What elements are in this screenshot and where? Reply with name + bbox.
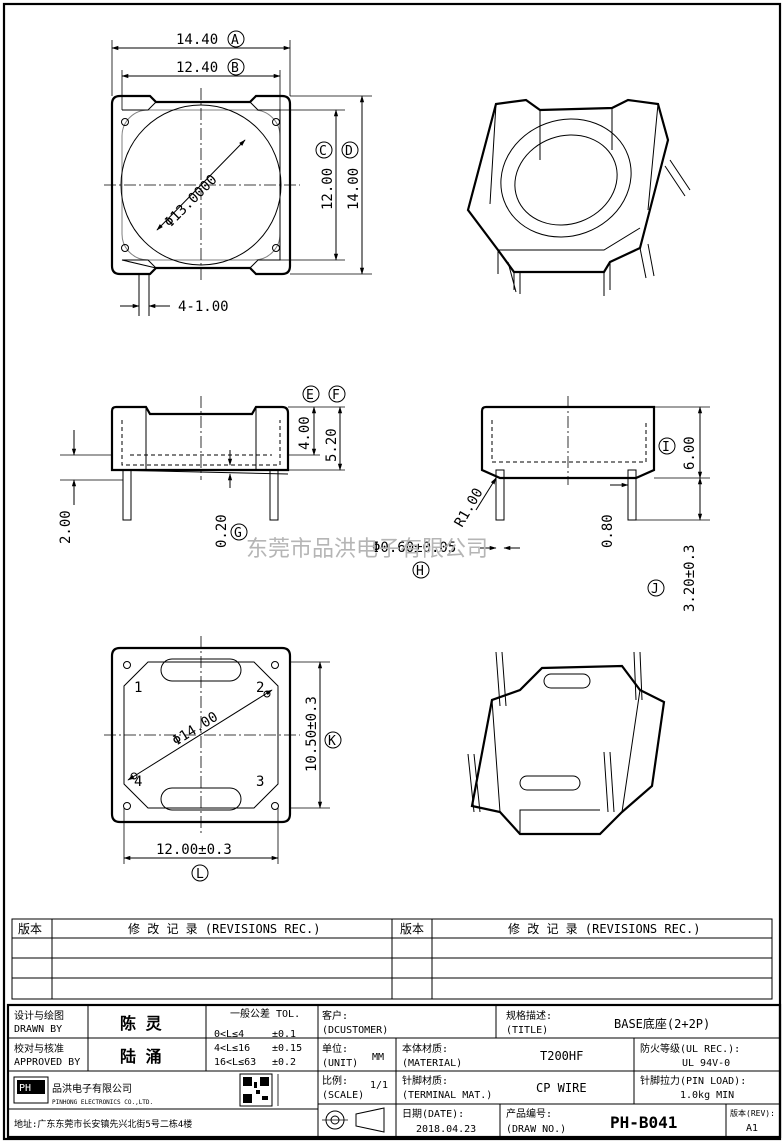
marker-a: A (231, 33, 239, 48)
dim-top-width-outer: 14.40 (176, 32, 218, 48)
terminal-label: 针脚材质: (402, 1074, 448, 1087)
pin-number-3: 3 (256, 774, 264, 790)
marker-b: B (231, 61, 239, 76)
watermark: 东莞市品洪电子有限公司 (246, 537, 488, 562)
revisions-table (11, 918, 773, 1000)
pin-number-4: 4 (134, 774, 142, 790)
marker-g: G (234, 526, 242, 541)
marker-i: I (662, 440, 670, 455)
approved-label-cn: 校对与核准 (14, 1042, 64, 1055)
rev-col-record-left: 修 改 记 录 (REVISIONS REC.) (128, 921, 321, 936)
dim-pin-length: 2.00 (58, 510, 74, 544)
unit-label: 单位: (322, 1042, 348, 1055)
pinload-label: 针脚拉力(PIN LOAD): (640, 1074, 746, 1087)
front-view (60, 396, 345, 521)
approved-name: 陆 涌 (120, 1047, 162, 1066)
tol-range-1: 0<L≤4 (214, 1029, 244, 1040)
dim-bottom-width: 12.00±0.3 (156, 842, 232, 858)
drawno-label: 产品编号: (506, 1107, 552, 1120)
date-label: 日期(DATE): (402, 1108, 464, 1120)
customer-label: 客户: (322, 1009, 348, 1022)
drawn-name: 陈 灵 (120, 1014, 163, 1033)
scale-label: 比例: (322, 1074, 348, 1087)
dim-right-height: 6.00 (682, 436, 698, 470)
material-label: 本体材质: (402, 1042, 448, 1055)
rev-col-version-left: 版本 (18, 922, 42, 936)
material-en: (MATERIAL) (402, 1058, 462, 1069)
company-en: PINHONG ELECTRONICS CO.,LTD. (52, 1099, 153, 1106)
fire-value: UL 94V-0 (682, 1058, 730, 1069)
rev-col-version-right: 版本 (400, 922, 424, 936)
iso-view-bottom (467, 651, 666, 836)
marker-l: L (196, 867, 204, 882)
scale-en: (SCALE) (322, 1090, 364, 1101)
drawn-label-cn: 设计与绘图 (14, 1009, 64, 1022)
marker-f: F (332, 388, 340, 403)
pinload-value: 1.0kg MIN (680, 1090, 734, 1101)
date-value: 2018.04.23 (416, 1124, 476, 1135)
dim-top-width-inner: 12.40 (176, 60, 218, 76)
customer-en: (DCUSTOMER) (322, 1025, 388, 1036)
spec-value: BASE底座(2+2P) (614, 1016, 710, 1031)
tol-value-1: ±0.1 (272, 1029, 296, 1040)
unit-en: (UNIT) (322, 1058, 358, 1069)
marker-j: J (651, 582, 659, 597)
dim-pin-spacing: 4-1.00 (178, 299, 229, 315)
unit-value: MM (372, 1052, 384, 1063)
tol-title: 一般公差 TOL. (230, 1007, 300, 1020)
spec-en: (TITLE) (506, 1025, 548, 1036)
tol-range-3: 16<L≤63 (214, 1057, 256, 1068)
bottom-view (104, 636, 330, 864)
address: 地址:广东东莞市长安镇先兴北街5号二栋4楼 (14, 1118, 192, 1130)
dim-pin-offset: 0.80 (600, 514, 616, 548)
marker-k: K (328, 734, 336, 749)
pin-number-2: 2 (256, 680, 264, 696)
marker-e: E (306, 388, 314, 403)
dim-side-height-f: 5.20 (324, 428, 340, 462)
fire-label: 防火等级(UL REC.): (640, 1042, 740, 1055)
rev-label: 版本(REV): (730, 1108, 775, 1118)
dim-pin-diameter: Φ0.60±0.05 (372, 540, 456, 556)
logo-text: PH (19, 1083, 31, 1094)
scale-value: 1/1 (370, 1080, 388, 1091)
rev-value: A1 (746, 1123, 758, 1134)
side-view (475, 396, 710, 551)
terminal-en: (TERMINAL MAT.) (402, 1090, 492, 1101)
spec-label: 规格描述: (506, 1009, 552, 1022)
marker-h: H (416, 564, 424, 579)
rev-col-record-right: 修 改 记 录 (REVISIONS REC.) (508, 921, 701, 936)
dim-bottom-height: 10.50±0.3 (304, 696, 320, 772)
terminal-value: CP WIRE (536, 1081, 587, 1095)
tol-value-3: ±0.2 (272, 1057, 296, 1068)
top-view (104, 40, 372, 316)
dim-radius: R1.00 (452, 485, 487, 530)
material-value: T200HF (540, 1049, 583, 1063)
drawno-value: PH-B041 (610, 1113, 677, 1132)
dim-base-gap: 0.20 (214, 514, 230, 548)
approved-label-en: APPROVED BY (14, 1057, 80, 1068)
company-name: 品洪电子有限公司 (52, 1082, 132, 1095)
drawno-en: (DRAW NO.) (506, 1124, 566, 1135)
dim-top-height-outer: 14.00 (346, 168, 362, 210)
drawn-label-en: DRAWN BY (14, 1024, 62, 1035)
dim-side-height-e: 4.00 (297, 416, 313, 450)
dim-top-height-inner: 12.00 (320, 168, 336, 210)
tol-range-2: 4<L≤16 (214, 1043, 250, 1054)
title-block (6, 1003, 782, 1139)
pin-number-1: 1 (134, 680, 142, 696)
dim-top-diameter: Φ13.0000 (162, 172, 221, 231)
marker-d: D (345, 144, 353, 159)
iso-view-top (466, 98, 691, 296)
dim-bottom-diameter: Φ14.00 (170, 709, 221, 749)
tol-value-2: ±0.15 (272, 1043, 302, 1054)
dim-pin-protrude: 3.20±0.3 (682, 545, 698, 612)
marker-c: C (319, 144, 327, 159)
